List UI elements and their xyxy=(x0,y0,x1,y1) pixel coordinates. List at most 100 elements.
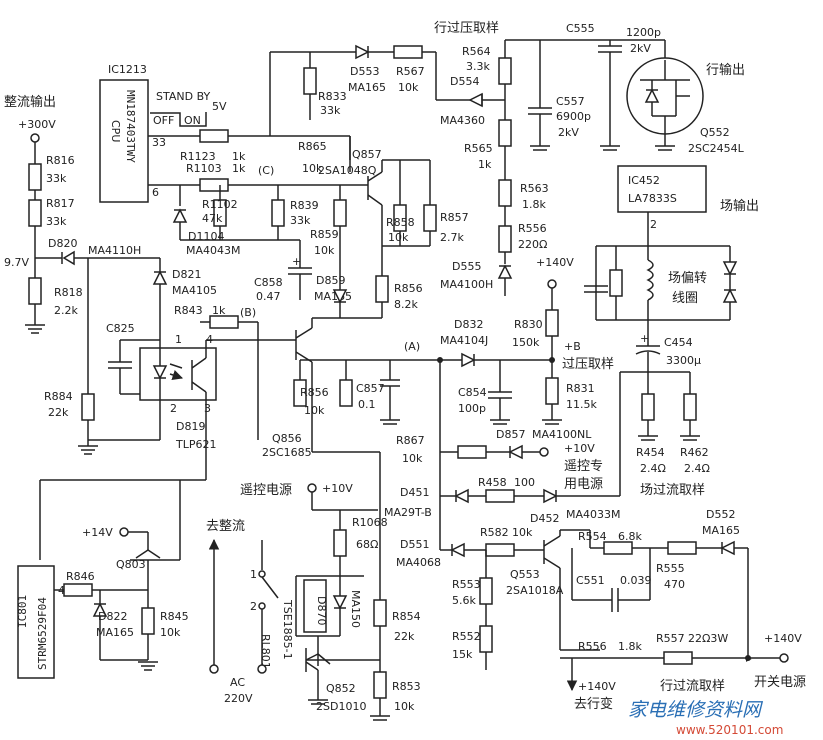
r563-resistor xyxy=(498,179,512,207)
watermark-text: 家电维修资料网 xyxy=(628,699,764,721)
r843-resistor xyxy=(209,315,239,329)
r564-label: R564 xyxy=(462,45,491,58)
q856-part: 2SC1685 xyxy=(262,446,312,459)
c825-label: C825 xyxy=(106,322,135,335)
ic1213-label: IC1213 xyxy=(108,63,147,76)
d554-part: MA4360 xyxy=(440,114,485,127)
ground-icon xyxy=(542,419,562,425)
v140a-label: +140V xyxy=(536,256,574,269)
r865-label: R865 xyxy=(298,140,327,153)
c557-label: C557 xyxy=(556,95,585,108)
r555-value: 470 xyxy=(664,578,685,591)
r454-value: 2.4Ω xyxy=(640,462,666,475)
r867-resistor xyxy=(457,445,487,459)
q552-part: 2SC2454L xyxy=(688,142,745,155)
r830-value: 150k xyxy=(512,336,540,349)
r554-resistor xyxy=(603,541,633,555)
c854-label: C854 xyxy=(458,386,487,399)
v140a-terminal xyxy=(547,279,557,289)
r854-label: R854 xyxy=(392,610,421,623)
r462-label: R462 xyxy=(680,446,709,459)
v97-label: 9.7V xyxy=(4,256,29,269)
c857-label: C857 xyxy=(356,382,385,395)
c555-label: C555 xyxy=(566,22,595,35)
r854-value: 22k xyxy=(394,630,415,643)
ac-label: AC xyxy=(230,676,245,689)
ac-terminal-left xyxy=(209,664,219,674)
r856b-resistor xyxy=(375,275,389,303)
r1068-label: R1068 xyxy=(352,516,388,529)
ic1213-cpu-box xyxy=(99,79,149,203)
r843-label: R843 xyxy=(174,304,203,317)
r816-value: 33k xyxy=(46,172,67,185)
pin3-label: 3 xyxy=(204,402,211,415)
d819-optocoupler xyxy=(139,347,217,401)
r556b-label: R556 xyxy=(578,640,607,653)
d821-label: D821 xyxy=(172,268,201,281)
d451-diode xyxy=(454,488,469,504)
c555-value2: 2kV xyxy=(630,42,651,55)
r554-label: R554 xyxy=(578,530,607,543)
d451-part: MA29T-B xyxy=(384,506,432,519)
c858-value: 0.47 xyxy=(256,290,281,303)
r856b-label: R856 xyxy=(394,282,423,295)
d555-part: MA4100H xyxy=(440,278,493,291)
r557-label: R557 xyxy=(656,632,685,645)
b-plus-sampling: D832 MA4104J R830 150k C854 100p +140V +… xyxy=(440,256,614,441)
pin6-label: 6 xyxy=(152,186,159,199)
r552-resistor xyxy=(479,625,493,653)
c454-label: C454 xyxy=(664,336,693,349)
relay-section: 遥控电源 +10V R1068 68Ω D870 MA150 去整流 1 2 R… xyxy=(206,482,421,721)
r857-resistor xyxy=(423,204,437,232)
r1068-resistor xyxy=(333,529,347,557)
c857-value: 0.1 xyxy=(358,398,376,411)
c555-value1: 1200p xyxy=(626,26,661,39)
d553-label: D553 xyxy=(350,65,379,78)
r845-label: R845 xyxy=(160,610,189,623)
r843-value: 1k xyxy=(212,304,226,317)
r833-resistor xyxy=(303,67,317,95)
r565-label: R565 xyxy=(464,142,493,155)
r818-value: 2.2k xyxy=(54,304,78,317)
r857-value: 2.7k xyxy=(440,231,464,244)
standby-label: STAND BY xyxy=(156,90,211,103)
r564-value: 3.3k xyxy=(466,60,490,73)
d451-label: D451 xyxy=(400,486,429,499)
ic452-pin-label: 2 xyxy=(650,218,657,231)
q852-part: 2SD1010 xyxy=(316,700,366,713)
r839-label: R839 xyxy=(290,199,319,212)
q852-label: Q852 xyxy=(326,682,356,695)
d452-label: D452 xyxy=(530,512,559,525)
ground-icon xyxy=(78,445,98,455)
to-rect-label: 去整流 xyxy=(206,519,245,534)
standby-waveform xyxy=(150,112,207,127)
r839-resistor xyxy=(271,199,285,227)
node-b-label: (B) xyxy=(240,306,256,319)
ac-value: 220V xyxy=(224,692,253,705)
pin33-label: 33 xyxy=(152,136,166,149)
r458-label: R458 xyxy=(478,476,507,489)
d551-label: D551 xyxy=(400,538,429,551)
r1103-value: 1k xyxy=(232,162,246,175)
r859-value: 10k xyxy=(314,244,335,257)
r846-resistor xyxy=(63,583,93,597)
d819-part: TLP621 xyxy=(175,438,216,451)
q856-section: R856 10k Q856 2SC1685 C857 0.1 (A) xyxy=(258,317,443,500)
q552-label: Q552 xyxy=(700,126,730,139)
q803-section: +14V Q803 IC801 STRM6529F04 4 R846 D822 … xyxy=(16,480,189,679)
ground-icon xyxy=(638,435,658,441)
d821-zener xyxy=(152,270,168,285)
r858-label: R858 xyxy=(386,216,415,229)
v140c-label: +140V xyxy=(578,680,616,693)
rl801-coil xyxy=(303,579,327,633)
r556b-value: 1.8k xyxy=(618,640,642,653)
r1068-value: 68Ω xyxy=(356,538,378,551)
v10b-label: +10V xyxy=(322,482,353,495)
d551-part: MA4068 xyxy=(396,556,441,569)
r857-label: R857 xyxy=(440,211,469,224)
remote-ps-label: 遥控电源 xyxy=(240,483,292,498)
r859-resistor xyxy=(333,199,347,227)
r556-label: R556 xyxy=(518,222,547,235)
v14-terminal xyxy=(119,527,129,537)
r1123-resistor xyxy=(199,129,229,143)
